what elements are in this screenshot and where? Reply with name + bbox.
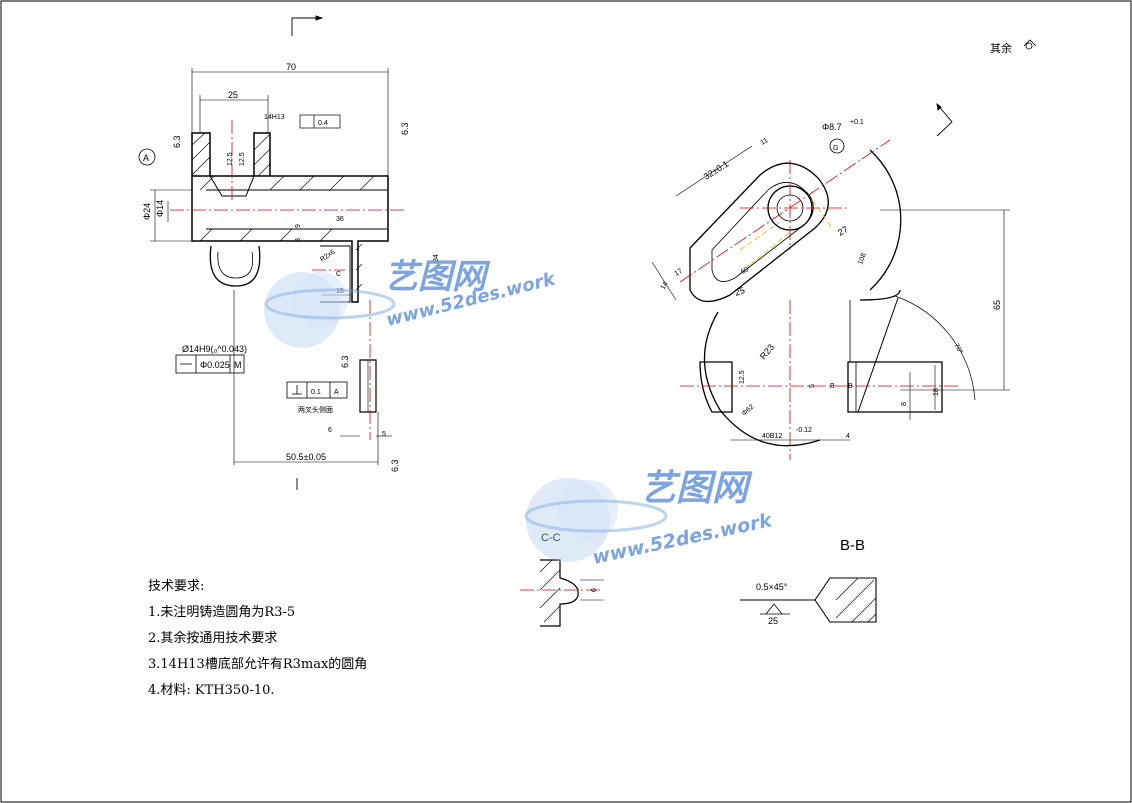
dim-14: 14 [660,281,670,291]
side-view [651,145,1010,447]
dim-9: 9 [295,224,302,228]
position-tolerance: Φ0.025 [200,360,230,370]
dim-25-side: 25 [733,285,746,298]
watermark-lower: 艺图网 www.52des.work [524,468,775,569]
dim-4: 4 [846,433,850,440]
dim-width-tol: -0.12 [796,427,812,434]
perp-tolerance: 0.1 [311,389,321,396]
cc-section: C-C 6 [520,532,604,627]
perp-datum: A [334,389,339,396]
dim-32: 32±0.1 [702,159,731,182]
tech-req-item-1: 1.未注明铸造圆角为R3-5 [148,605,296,620]
side-yellow-lines [739,199,833,266]
dim-70-deg: 70° [952,342,964,355]
dim-r23: R23 [758,342,776,361]
dim-27: 27 [836,224,850,238]
dim-dia-inner: Φ14 [155,200,165,217]
dim-8: 8 [901,402,908,406]
cut-b-right: B [848,383,853,390]
dim-5-side: 5 [809,384,816,388]
perp-note: 两叉头侧面 [298,405,333,414]
datum-a: A [143,153,149,163]
watermark-upper: 艺图网 www.52des.work [264,257,558,348]
tech-req-title: 技术要求: [148,579,205,594]
dim-slot-25: 25 [228,90,238,100]
dim-3: 3 [295,238,302,242]
form-tol-value: 0.4 [318,120,328,127]
dim-slot-tol: 14H13 [264,114,285,121]
front-view-dimensions: 70 25 14H13 0.4 6.3 6.3 12.5 12.5 A Φ24 … [138,62,440,472]
roughness-b: 6.3 [400,122,410,135]
cc-dim-6: 6 [591,588,598,592]
dim-dia-outer: Φ24 [142,203,152,220]
front-centerlines [170,120,405,440]
dim-r2: R2x6 [319,248,336,263]
roughness-a: 6.3 [172,135,182,148]
roughness-c: 12.5 [227,152,234,166]
fork-roughness: 6.3 [340,355,350,368]
section-arrow-top [291,15,953,490]
bb-chamfer: 0.5×45° [756,582,788,592]
dim-12-5: 12.5 [739,370,746,384]
dim-5: 5 [382,431,386,438]
dim-65: 65 [992,300,1002,310]
datum-g: G [833,145,838,152]
watermark-brand-lower: 艺图网 [640,468,753,509]
dim-6: 6 [328,427,332,434]
cc-title: C-C [541,532,561,544]
corner-note-label: 其余 [990,41,1012,55]
watermark-url-lower: www.52des.work [590,509,775,569]
tech-req-item-3: 3.14H13槽底部允许有R3max的圆角 [148,657,368,672]
position-modifier: M [234,360,242,370]
technical-requirements: 技术要求: 1.未注明铸造圆角为R3-5 2.其余按通用技术要求 3.14H13… [148,574,468,704]
front-view [150,68,392,465]
dim-dia-62: Φ62 [741,404,756,418]
cut-c: C [336,271,341,278]
dim-36: 36 [336,216,344,223]
roughness-d: 12.5 [239,152,246,166]
dim-15: 15 [336,288,344,295]
dim-hole-tol: +0.1 [850,119,864,126]
hole-tolerance: Ø14H9(₀^0.043) [182,344,247,354]
dim-17: 17 [674,268,684,278]
cut-b-left: B [830,383,835,390]
bb-title: B-B [840,537,865,554]
dim-60-deg: 60° [739,264,752,276]
dim-distance: 50.5±0.05 [286,452,326,462]
dim-34: 34 [433,254,440,262]
dim-18: 18 [933,388,940,396]
bottom-roughness: 6.3 [390,459,400,472]
dim-width-40: 40B12 [762,433,782,440]
watermark-brand-upper: 艺图网 [384,257,491,297]
tech-req-item-2: 2.其余按通用技术要求 [148,631,278,646]
bb-section: B-B 0.5×45° 25 [740,537,877,626]
side-centerlines [679,139,960,460]
general-roughness-note: 其余 [990,39,1037,55]
dim-108: 108 [857,252,868,265]
dim-hole-top: Φ8.7 [822,122,842,132]
dim-overall-70: 70 [286,62,296,72]
tech-req-item-4: 4.材料: KTH350-10. [148,683,275,698]
bb-roughness: 25 [768,616,778,626]
dim-11: 11 [760,137,770,147]
